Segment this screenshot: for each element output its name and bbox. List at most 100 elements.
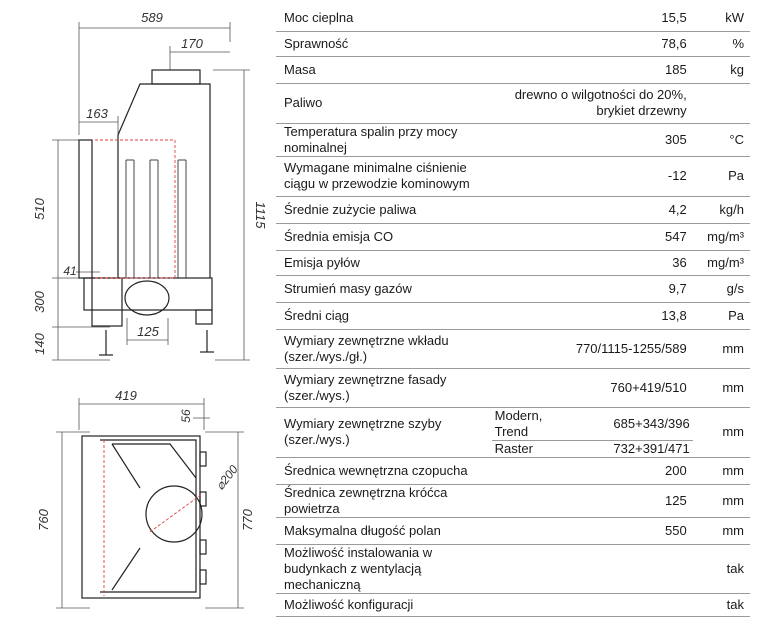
spec-label: Masa [276,56,492,84]
spec-label: Wymagane minimalne ciśnienie ciągu w prz… [276,156,492,197]
spec-value: 760+419/510 [491,368,693,408]
spec-unit: Pa [692,156,750,197]
spec-label: Średnia emisja CO [276,223,492,251]
spec-value: 547 [491,223,693,251]
dim-1115: 1115 [253,202,268,230]
spec-value: 4,2 [491,196,693,224]
spec-value: 185 [491,56,693,84]
dim-163: 163 [86,106,108,121]
spec-unit: % [692,31,750,57]
spec-label: Maksymalna długość polan [276,517,492,545]
dim-125: 125 [137,324,159,339]
spec-value: 9,7 [491,275,693,303]
spec-value: 36 [491,250,693,276]
spec-label: Wymiary zewnętrzne fasady (szer./wys.) [276,368,492,408]
spec-row: Wymagane minimalne ciśnienie ciągu w prz… [276,156,750,197]
spec-label: Średnica wewnętrzna czopucha [276,457,492,485]
spec-value: -12 [491,156,693,197]
spec-label: Wymiary zewnętrzne szyby (szer./wys.) [276,407,492,458]
dim-flue-diameter: ⌀200 [213,462,241,492]
top-view-hidden [103,440,203,596]
spec-label: Paliwo [276,83,492,124]
spec-unit: kg [692,56,750,84]
spec-unit: mm [692,517,750,545]
spec-unit: tak [692,544,750,594]
spec-unit: mm [692,457,750,485]
dim-140: 140 [32,332,47,354]
glass-variant-row: Raster 732+391/471 [492,440,693,457]
spec-value: 13,8 [491,302,693,330]
dim-760: 760 [36,508,51,530]
spec-label: Średnica zewnętrzna króćca powietrza [276,484,492,518]
spec-unit: Pa [692,302,750,330]
glass-variants: Modern, Trend 685+343/396 Raster 732+391… [491,407,693,457]
spec-row: Możliwość instalowania w budynkach z wen… [276,544,750,594]
dim-589: 589 [141,10,163,25]
technical-drawing: 589 170 163 1115 510 41 300 140 125 419 … [32,10,268,609]
spec-label: Moc cieplna [276,6,492,32]
spec-value: drewno o wilgotności do 20%, brykiet drz… [491,83,693,124]
spec-unit: g/s [692,275,750,303]
spec-value: 770/1115-1255/589 [491,329,693,369]
spec-unit: mg/m³ [692,250,750,276]
spec-label: Średnie zużycie paliwa [276,196,492,224]
top-view-body [81,435,207,599]
spec-value: 15,5 [491,6,693,32]
top-view [56,398,244,609]
spec-value: 125 [491,484,693,518]
dim-56: 56 [179,409,193,423]
spec-unit [692,83,750,124]
spec-unit: °C [692,123,750,157]
spec-label: Średni ciąg [276,302,492,330]
dim-170: 170 [181,36,203,51]
spec-row: Wymiary zewnętrzne fasady (szer./wys.)76… [276,368,750,408]
spec-row-glass: Wymiary zewnętrzne szyby (szer./wys.) Mo… [276,407,750,458]
glass-rows: Wymiary zewnętrzne szyby (szer./wys.) Mo… [276,407,750,458]
spec-unit: mm [692,407,750,458]
spec-label: Możliwość konfiguracji [276,593,492,617]
glass-variant-value: 685+343/396 [580,407,693,441]
side-view [52,22,250,361]
glass-variant-value: 732+391/471 [613,440,690,456]
dim-300: 300 [32,290,47,312]
dim-510: 510 [32,197,47,219]
spec-value: 550 [491,517,693,545]
glass-variant-row: Modern, Trend 685+343/396 [491,407,693,441]
spec-unit: mm [692,329,750,369]
spec-unit: kW [692,6,750,32]
side-view-ribs [125,159,187,278]
side-view-hidden [95,139,176,279]
glass-variant-name: Raster [494,440,533,456]
spec-label: Emisja pyłów [276,250,492,276]
spec-unit: kg/h [692,196,750,224]
spec-label: Możliwość instalowania w budynkach z wen… [276,544,492,594]
spec-label: Strumień masy gazów [276,275,492,303]
dim-419: 419 [115,388,137,403]
glass-variant-name: Modern, Trend [491,407,581,441]
dim-770: 770 [240,508,255,530]
spec-label: Temperatura spalin przy mocy nominalnej [276,123,492,157]
spec-label: Sprawność [276,31,492,57]
spec-row: Wymiary zewnętrzne wkładu (szer./wys./gł… [276,329,750,369]
spec-unit: mm [692,484,750,518]
spec-value: 305 [491,123,693,157]
spec-value: 200 [491,457,693,485]
spec-unit: mm [692,368,750,408]
dim-41: 41 [63,264,76,278]
